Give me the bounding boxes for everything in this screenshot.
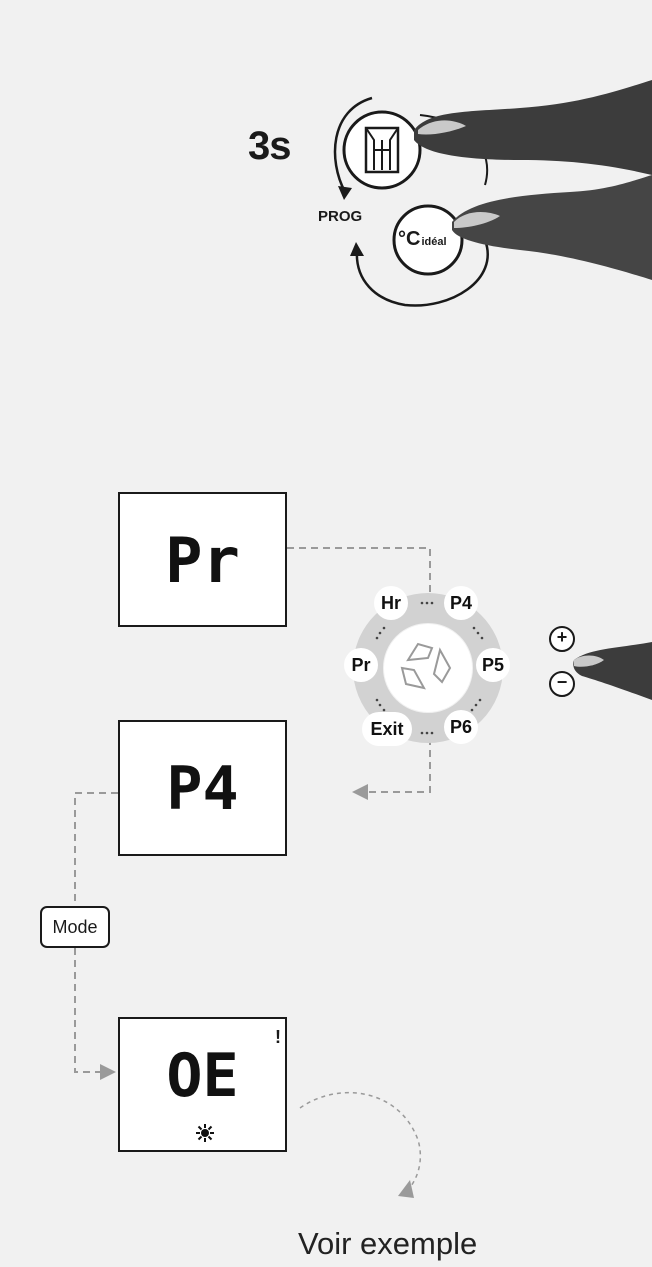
prog-label: PROG [318, 208, 363, 225]
cycle-item-p5: P5 [476, 648, 510, 682]
lcd-screen-p4: P4 [118, 720, 287, 856]
line-cycle-to-p4 [352, 738, 431, 793]
lcd-text-oe: OE [166, 1041, 239, 1111]
line-mode-to-oe [74, 948, 102, 1073]
cycle-item-hr: Hr [374, 586, 408, 620]
ring-dots [375, 601, 484, 735]
finger-top [414, 80, 652, 175]
line-p4-to-mode [74, 792, 118, 906]
minus-button[interactable]: − [556, 672, 568, 692]
finger-plus-minus [573, 642, 652, 700]
fingernail-bottom [454, 212, 500, 228]
arc-arrow-bottom [355, 239, 489, 307]
line-pr-to-cycle [287, 547, 431, 605]
plus-button[interactable]: + [556, 627, 568, 647]
corner-mark: ! [275, 1027, 281, 1047]
see-example-link[interactable]: Voir exemple [298, 1226, 478, 1261]
fingernail-top [418, 120, 466, 135]
lcd-text-p4: P4 [166, 754, 239, 824]
arrow-down-curve-icon [398, 1180, 414, 1198]
ideal-button-shape [392, 204, 464, 276]
recycle-arrows-icon [400, 642, 452, 690]
hold-duration-label: 3s [248, 124, 291, 168]
ideal-word-label: idéal [421, 236, 447, 248]
lcd-screen-pr: Pr [118, 492, 287, 627]
arrowhead-down-icon [338, 186, 352, 200]
arc-arrow-top [333, 96, 373, 193]
ring-center [384, 624, 472, 712]
ideal-button[interactable]: °Cidéal [398, 228, 462, 254]
sun-icon [196, 1124, 214, 1142]
curve-to-example [299, 1091, 422, 1193]
arrow-left-icon [352, 784, 368, 800]
shutter-button[interactable] [342, 110, 422, 190]
arrow-right-icon [100, 1064, 116, 1080]
fingernail-plus-minus [574, 655, 604, 667]
minus-button-shape [549, 671, 575, 697]
cycle-item-p4: P4 [444, 586, 478, 620]
lcd-screen-oe: OE ! [118, 1017, 287, 1152]
cycle-item-pr: Pr [344, 648, 378, 682]
plus-button-shape [549, 626, 575, 652]
lcd-text-pr: Pr [165, 524, 240, 597]
arrowhead-up-icon [350, 242, 364, 256]
mode-button[interactable]: Mode [40, 906, 110, 948]
finger-bottom [452, 175, 652, 280]
cycle-item-p6: P6 [444, 710, 478, 744]
ideal-degree-label: °C [398, 228, 421, 250]
cycle-item-exit: Exit [362, 712, 412, 746]
